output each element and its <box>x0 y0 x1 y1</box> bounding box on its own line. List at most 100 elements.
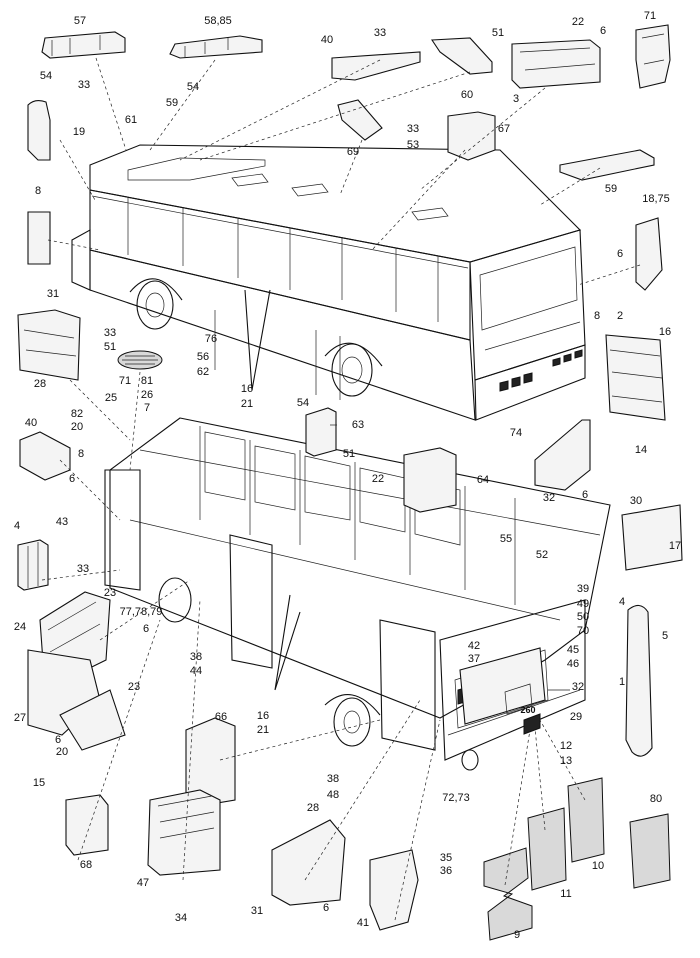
callout-82: 82 <box>70 408 84 420</box>
callout-3: 3 <box>512 93 520 105</box>
callout-27: 27 <box>13 712 27 724</box>
callout-57: 57 <box>73 15 87 27</box>
callout-10: 10 <box>591 860 605 872</box>
callout-24: 24 <box>13 621 27 633</box>
callout-76: 76 <box>204 333 218 345</box>
callout-6: 6 <box>142 623 150 635</box>
callout-38: 38 <box>326 773 340 785</box>
callout-48: 48 <box>326 789 340 801</box>
loose-parts <box>17 24 683 941</box>
callout-25: 25 <box>104 392 118 404</box>
callout-40: 40 <box>24 417 38 429</box>
callout-31: 31 <box>46 288 60 300</box>
callout-51: 51 <box>342 448 356 460</box>
callout-38: 38 <box>189 651 203 663</box>
callout-6: 6 <box>616 248 624 260</box>
callout-6: 6 <box>599 25 607 37</box>
callout-40: 40 <box>320 34 334 46</box>
callout-14: 14 <box>634 444 648 456</box>
callout-17: 17 <box>668 540 682 552</box>
callout-54: 54 <box>296 397 310 409</box>
callout-1: 1 <box>618 676 626 688</box>
callout-22: 22 <box>371 473 385 485</box>
callout-71: 71 <box>643 10 657 22</box>
callout-11: 11 <box>560 888 572 900</box>
callout-30: 30 <box>629 495 643 507</box>
callout-59: 59 <box>604 183 618 195</box>
callout-50: 50 <box>576 611 590 623</box>
callout-20: 20 <box>55 746 69 758</box>
callout-16: 16 <box>240 383 254 395</box>
callout-13: 13 <box>559 755 573 767</box>
callout-54: 54 <box>39 70 53 82</box>
callout-72-73: 72,73 <box>442 792 470 804</box>
callout-51: 51 <box>491 27 505 39</box>
callout-26: 26 <box>140 389 154 401</box>
callout-61: 61 <box>124 114 138 126</box>
callout-6: 6 <box>322 902 330 914</box>
callout-59: 59 <box>165 97 179 109</box>
callout-33: 33 <box>77 79 91 91</box>
callout-71: 71 <box>118 375 132 387</box>
callout-23: 23 <box>127 681 141 693</box>
callout-33: 33 <box>406 123 420 135</box>
callout-28: 28 <box>306 802 320 814</box>
callout-33: 33 <box>76 563 90 575</box>
callout-41: 41 <box>356 917 370 929</box>
callout-19: 19 <box>72 126 86 138</box>
callout-56: 56 <box>196 351 210 363</box>
callout-67: 67 <box>497 123 511 135</box>
callout-58-85: 58,85 <box>204 15 232 27</box>
callout-36: 36 <box>439 865 453 877</box>
callout-6: 6 <box>581 489 589 501</box>
callout-39: 39 <box>576 583 590 595</box>
callout-55: 55 <box>499 533 513 545</box>
callout-53: 53 <box>406 139 420 151</box>
callout-80: 80 <box>649 793 663 805</box>
callout-22: 22 <box>571 16 585 28</box>
callout-33: 33 <box>373 27 387 39</box>
callout-63: 63 <box>351 419 365 431</box>
callout-62: 62 <box>196 366 210 378</box>
callout-16: 16 <box>658 326 672 338</box>
callout-33: 33 <box>103 327 117 339</box>
callout-6: 6 <box>54 734 62 746</box>
callout-28: 28 <box>33 378 47 390</box>
callout-68: 68 <box>79 859 93 871</box>
callout-15: 15 <box>32 777 46 789</box>
callout-4: 4 <box>13 520 21 532</box>
callout-51: 51 <box>103 341 117 353</box>
callout-74: 74 <box>509 427 523 439</box>
callout-16: 16 <box>256 710 270 722</box>
callout-69: 69 <box>346 146 360 158</box>
callout-64: 64 <box>476 474 490 486</box>
callout-45: 45 <box>566 644 580 656</box>
callout-32: 32 <box>571 681 585 693</box>
callout-4: 4 <box>618 596 626 608</box>
callout-66: 66 <box>214 711 228 723</box>
callout-8: 8 <box>34 185 42 197</box>
callout-34: 34 <box>174 912 188 924</box>
callout-37: 37 <box>467 653 481 665</box>
callout-29: 29 <box>569 711 583 723</box>
callout-49: 49 <box>576 598 590 610</box>
callout-42: 42 <box>467 640 481 652</box>
callout-35: 35 <box>439 852 453 864</box>
callout-44: 44 <box>189 665 203 677</box>
callout-43: 43 <box>55 516 69 528</box>
callout-32: 32 <box>542 492 556 504</box>
callout-7: 7 <box>143 402 151 414</box>
callout-54: 54 <box>186 81 200 93</box>
callout-21: 21 <box>240 398 254 410</box>
callout-77-78-79: 77,78,79 <box>119 606 163 618</box>
lower-bus-frame <box>104 417 611 771</box>
callout-52: 52 <box>535 549 549 561</box>
callout-31: 31 <box>250 905 264 917</box>
callout-8: 8 <box>77 448 85 460</box>
callout-23: 23 <box>103 587 117 599</box>
callout-8: 8 <box>593 310 601 322</box>
callout-2: 2 <box>616 310 624 322</box>
callout-46: 46 <box>566 658 580 670</box>
